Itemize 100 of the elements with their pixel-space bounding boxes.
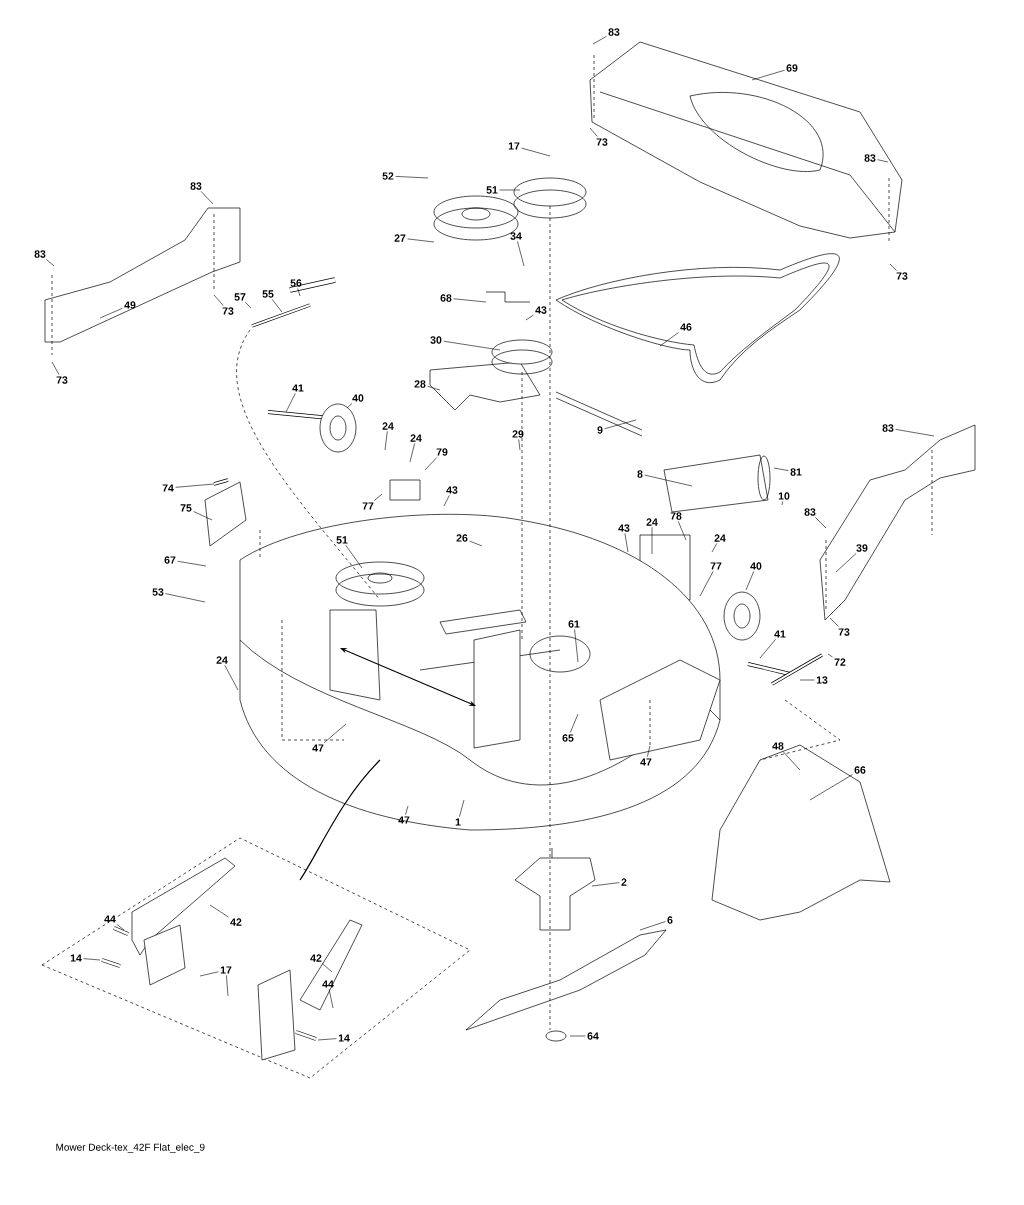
- callout-number: 55: [262, 290, 274, 298]
- leader-line: [745, 571, 755, 591]
- callout-number: 72: [834, 658, 846, 666]
- leader-line: [271, 299, 283, 313]
- leader-line: [213, 294, 224, 306]
- leader-line: [297, 288, 301, 297]
- callout-number: 51: [486, 186, 498, 194]
- callout-number: 41: [774, 630, 786, 638]
- callout-number: 68: [440, 294, 452, 302]
- callout-number: 14: [70, 954, 82, 962]
- leader-line: [589, 127, 598, 137]
- leader-line: [395, 176, 429, 179]
- leader-line: [321, 963, 333, 973]
- leader-line: [226, 975, 229, 997]
- leader-line: [424, 457, 438, 471]
- leader-line: [895, 429, 935, 437]
- callout-number: 73: [222, 307, 234, 315]
- leader-line: [427, 385, 441, 391]
- leader-line: [469, 540, 483, 547]
- leader-line: [781, 501, 784, 506]
- leader-line: [525, 314, 534, 321]
- leader-line: [285, 393, 296, 413]
- leader-line: [177, 560, 207, 567]
- callout-number: 73: [838, 628, 850, 636]
- leader-line: [759, 639, 776, 659]
- callout-number: 42: [230, 918, 242, 926]
- callout-number: 24: [714, 534, 726, 542]
- leader-line: [773, 467, 789, 471]
- callout-number: 26: [456, 534, 468, 542]
- callout-number: 73: [596, 138, 608, 146]
- leader-line: [521, 147, 551, 157]
- callout-number: 24: [410, 434, 422, 442]
- leader-line: [751, 69, 785, 81]
- callout-number: 42: [310, 954, 322, 962]
- leader-line: [699, 571, 714, 597]
- leader-line: [443, 340, 501, 351]
- leader-line: [574, 629, 579, 663]
- leader-line: [407, 238, 435, 243]
- callout-number: 24: [646, 518, 658, 526]
- callout-number: 44: [322, 980, 334, 988]
- callout-number: 73: [896, 272, 908, 280]
- leader-line: [83, 958, 101, 961]
- callout-number: 81: [790, 468, 802, 476]
- callout-number: 83: [882, 424, 894, 432]
- leader-line: [659, 332, 679, 347]
- callout-number: 83: [608, 28, 620, 36]
- callout-number: 43: [446, 486, 458, 494]
- leader-line: [829, 617, 839, 627]
- leader-line: [877, 159, 889, 163]
- leader-line: [317, 1038, 337, 1041]
- callout-number: 9: [597, 426, 603, 434]
- callout-number: 77: [362, 502, 374, 510]
- callout-number: 34: [510, 232, 522, 240]
- callout-number: 83: [34, 250, 46, 258]
- callout-number: 28: [414, 380, 426, 388]
- leader-line: [51, 361, 60, 375]
- leader-line: [569, 713, 579, 733]
- leader-line: [592, 36, 607, 45]
- leader-line: [165, 593, 206, 603]
- leader-line: [224, 665, 239, 691]
- leader-line: [373, 493, 383, 501]
- callout-number: 49: [124, 301, 136, 309]
- callout-number: 43: [535, 306, 547, 314]
- leader-line: [209, 904, 229, 918]
- leader-line: [46, 259, 55, 267]
- callout-number: 65: [562, 734, 574, 742]
- callout-number: 40: [352, 394, 364, 402]
- leader-line: [175, 483, 215, 488]
- callout-number: 17: [220, 966, 232, 974]
- callout-number: 57: [234, 293, 246, 301]
- callout-number: 40: [750, 562, 762, 570]
- callout-number: 75: [180, 504, 192, 512]
- leader-line: [200, 191, 214, 205]
- callout-number: 78: [670, 512, 682, 520]
- callout-number: 48: [772, 742, 784, 750]
- leader-line: [711, 543, 718, 553]
- leader-line: [799, 679, 815, 681]
- leader-line: [889, 263, 897, 271]
- callout-number: 52: [382, 172, 394, 180]
- leader-line: [809, 774, 853, 801]
- callout-number: 47: [398, 816, 410, 824]
- leader-line: [199, 971, 219, 977]
- leader-line: [459, 799, 465, 817]
- callout-number: 83: [190, 182, 202, 190]
- leader-line: [624, 533, 629, 553]
- leader-line: [323, 723, 347, 743]
- callout-number: 53: [152, 588, 164, 596]
- callout-number: 73: [56, 376, 68, 384]
- leader-line: [384, 431, 388, 451]
- leader-line: [116, 924, 125, 931]
- leader-line: [328, 989, 334, 1009]
- leader-line: [245, 302, 252, 309]
- leader-line: [99, 307, 123, 319]
- callout-number: 46: [680, 323, 692, 331]
- callout-number: 66: [854, 766, 866, 774]
- leader-line: [499, 189, 521, 191]
- leader-line: [193, 511, 213, 521]
- leader-line: [591, 882, 620, 887]
- callout-number: 17: [508, 142, 520, 150]
- callout-number: 83: [864, 154, 876, 162]
